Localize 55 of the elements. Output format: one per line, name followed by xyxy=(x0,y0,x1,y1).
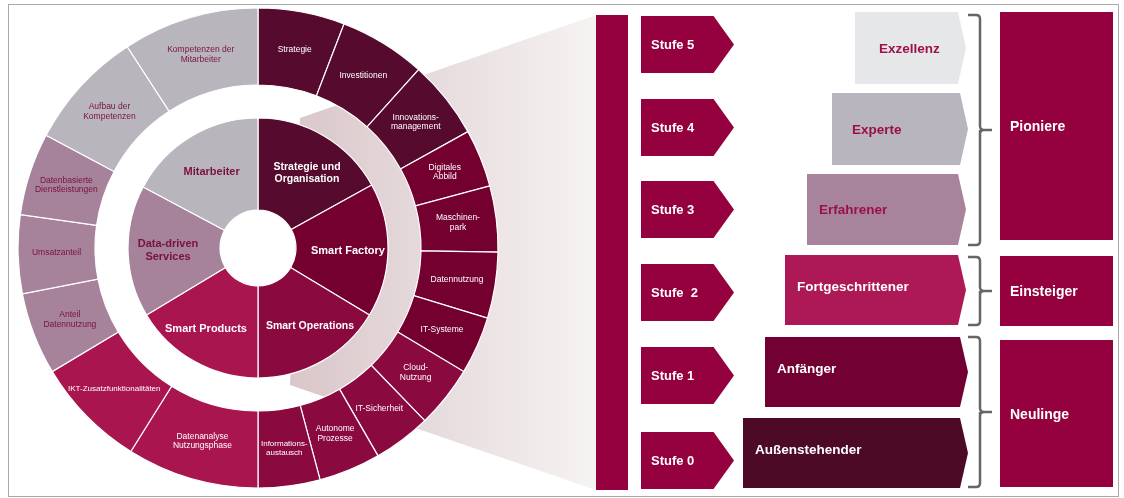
level-label: Experte xyxy=(851,120,902,139)
group-box xyxy=(1000,256,1113,326)
segment-label: IKT-Zusatzfunktionalitäten xyxy=(67,384,162,394)
level-tag xyxy=(743,418,968,488)
level-label: Fortgeschrittener xyxy=(796,278,909,296)
level-label: Anfänger xyxy=(776,360,837,378)
segment-label: Cloud-Nutzung xyxy=(398,363,433,384)
segment-label: Innovations-management xyxy=(389,112,442,133)
segment-label: Datenanalyse Nutzungsphase xyxy=(171,431,233,452)
group-label: Neulinge xyxy=(1009,404,1070,424)
stage-label: Stufe 3 xyxy=(650,201,695,219)
stage-label: Stufe 1 xyxy=(650,367,695,385)
group-label: Pioniere xyxy=(1009,117,1066,136)
level-label: Außenstehender xyxy=(754,441,862,459)
sector-label: Mitarbeiter xyxy=(182,164,241,178)
stage-tag xyxy=(641,16,734,73)
stage-tag xyxy=(641,347,734,404)
group-label: Einsteiger xyxy=(1009,282,1078,301)
segment-label: Anteil Datennutzung xyxy=(42,310,98,330)
segment-label: Informations-austausch xyxy=(259,438,309,457)
stage-tag xyxy=(641,432,734,489)
level-tag xyxy=(855,12,966,84)
sector-label: Data-driven Services xyxy=(136,237,200,263)
scale-bar xyxy=(596,15,628,490)
stage-label: Stufe 5 xyxy=(650,36,695,54)
stage-label: Stufe 0 xyxy=(650,452,695,470)
group-box xyxy=(1000,12,1113,240)
segment-label: Maschinen-park xyxy=(435,213,481,234)
level-label: Erfahrener xyxy=(818,201,888,219)
segment-label: IT-Sicherheit xyxy=(354,404,405,414)
segment-label: Kompetenzen der Mitarbeiter xyxy=(166,45,236,65)
sector-label: Smart Products xyxy=(164,321,248,335)
stage-label: Stufe 2 xyxy=(650,284,698,302)
level-tag xyxy=(807,174,966,245)
segment-label: Umsatzanteil xyxy=(31,248,83,259)
level-tag xyxy=(832,93,968,165)
level-tag xyxy=(785,255,966,325)
segment-label: Datenbasierte Dienstleistungen xyxy=(33,175,99,196)
segment-label: Investitionen xyxy=(338,71,389,82)
level-tag xyxy=(765,337,968,407)
segment-label: Autonome Prozesse xyxy=(314,424,356,444)
stage-tag xyxy=(641,99,734,156)
stage-tag xyxy=(641,181,734,238)
sector-label: Smart Operations xyxy=(264,318,356,332)
stage-tag xyxy=(641,264,734,321)
level-label: Exzellenz xyxy=(878,39,940,58)
segment-label: Digitales Abbild xyxy=(427,162,463,183)
segment-label: Datennutzung xyxy=(429,274,485,285)
stage-label: Stufe 4 xyxy=(650,119,695,137)
sector-label: Strategie und Organisation xyxy=(272,159,342,185)
segment-label: IT-Systeme xyxy=(419,325,465,335)
segment-label: Strategie xyxy=(276,45,313,55)
sector-label: Smart Factory xyxy=(310,243,386,256)
group-box xyxy=(1000,340,1113,487)
segment-label: Aufbau der Kompetenzen xyxy=(82,102,137,122)
